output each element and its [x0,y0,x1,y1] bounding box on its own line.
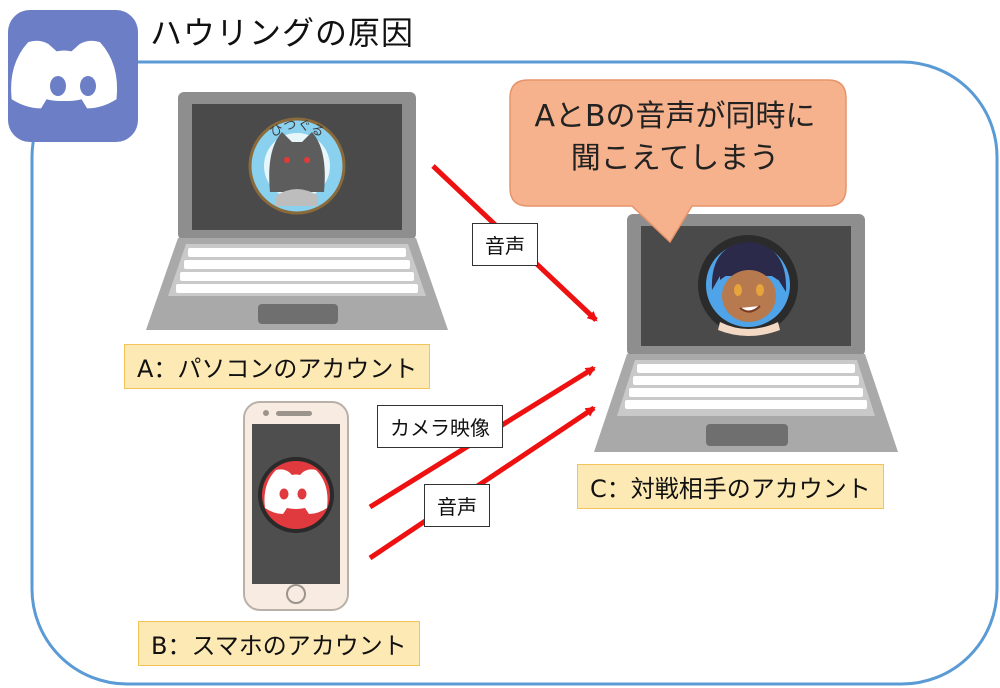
speech-bubble-text: AとBの音声が同時に 聞こえてしまう [510,96,840,180]
arrow-audio-b [368,405,596,561]
speech-bubble-line2: 聞こえてしまう [570,141,780,176]
label-audio-a: 音声 [472,223,538,266]
speech-bubble-line1: AとBの音声が同時に [534,99,816,134]
svg-text:ひつぐる: ひつぐる [267,119,326,141]
discord-logo-icon [8,10,138,142]
avatar-c [698,235,798,336]
frame [30,60,999,686]
page-title: ハウリングの原因 [150,14,415,52]
avatar-a [248,117,346,215]
discord-red-icon [258,457,334,533]
label-camera-b: カメラ映像 [377,405,503,448]
label-device-a: A：パソコンのアカウント [124,344,431,389]
label-audio-b: 音声 [424,484,490,527]
avatar-a-lettering: ひつぐる [267,119,326,141]
avatar-a-text: ひつぐる [267,119,326,141]
label-device-b: B：スマホのアカウント [138,621,420,666]
label-device-c: C：対戦相手のアカウント [577,464,884,509]
speech-bubble [509,79,847,244]
